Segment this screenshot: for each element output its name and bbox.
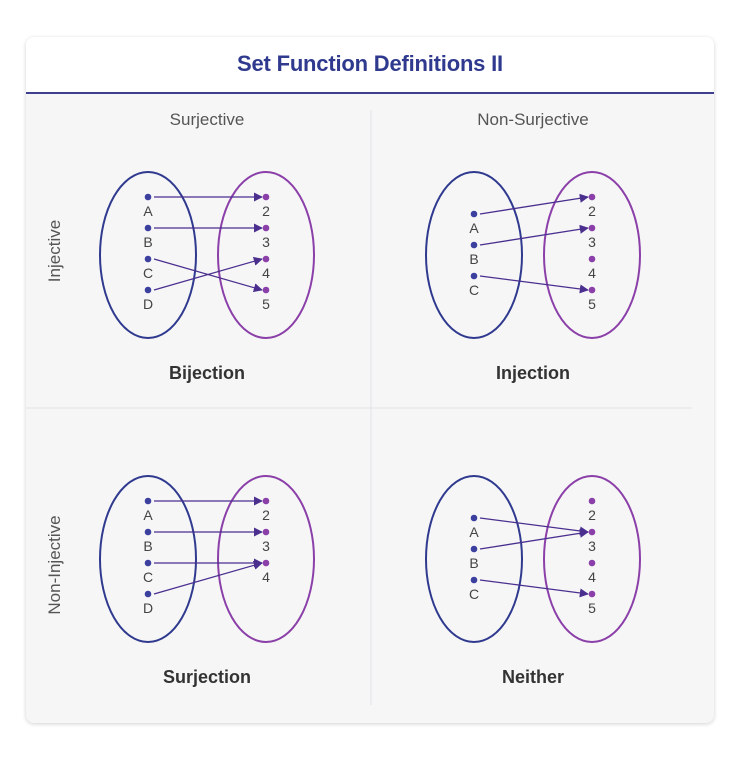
injection-codomain-point-2 [588, 193, 596, 201]
surjection-domain-label-C: C [143, 569, 153, 585]
column-header-surjective: Surjective [170, 110, 245, 129]
bijection-domain-set [99, 171, 197, 339]
row-header-injective: Injective [45, 220, 64, 282]
surjection-domain-label-D: D [143, 600, 153, 616]
column-header-non-surjective: Non-Surjective [477, 110, 589, 129]
bijection-domain-label-B: B [143, 234, 152, 250]
neither-domain-point-C [470, 576, 478, 584]
injection-domain-point-B [470, 241, 478, 249]
bijection-codomain-point-3 [262, 224, 270, 232]
injection-arrow-B-3 [479, 224, 589, 246]
surjection-codomain-label-4: 4 [262, 569, 270, 585]
neither-codomain-label-3: 3 [588, 538, 596, 554]
surjection-domain-point-A [144, 497, 152, 505]
neither-domain-set [425, 475, 523, 643]
neither-arrow-B-3 [479, 528, 589, 550]
surjection-domain-point-C [144, 559, 152, 567]
surjection-codomain-label-2: 2 [262, 507, 270, 523]
bijection-domain-point-C [144, 255, 152, 263]
bijection-domain-point-D [144, 286, 152, 294]
injection-codomain-point-4 [588, 255, 596, 263]
neither-codomain-set [543, 475, 641, 643]
neither-domain-point-B [470, 545, 478, 553]
neither-arrow-A-3 [479, 517, 589, 536]
surjection-domain-label-B: B [143, 538, 152, 554]
bijection-codomain-label-3: 3 [262, 234, 270, 250]
injection-domain-set [425, 171, 523, 339]
bijection-codomain-label-4: 4 [262, 265, 270, 281]
neither-domain-label-C: C [469, 586, 479, 602]
neither-arrow-C-5 [479, 579, 589, 598]
injection-codomain-point-5 [588, 286, 596, 294]
neither-codomain-point-2 [588, 497, 596, 505]
surjection-arrow-D-4 [153, 560, 263, 595]
surjection-domain-point-B [144, 528, 152, 536]
bijection-codomain-point-2 [262, 193, 270, 201]
surjection-domain-point-D [144, 590, 152, 598]
bijection-codomain-set [217, 171, 315, 339]
surjection-domain-set [99, 475, 197, 643]
bijection-domain-label-A: A [143, 203, 153, 219]
surjection-codomain-point-4 [262, 559, 270, 567]
injection-codomain-set [543, 171, 641, 339]
neither-codomain-label-5: 5 [588, 600, 596, 616]
surjection-codomain-set [217, 475, 315, 643]
injection-domain-label-A: A [469, 220, 479, 236]
title-bar: Set Function Definitions II [26, 37, 714, 94]
neither-domain-label-A: A [469, 524, 479, 540]
bijection-domain-label-D: D [143, 296, 153, 312]
injection-codomain-point-3 [588, 224, 596, 232]
neither-codomain-point-4 [588, 559, 596, 567]
bijection-codomain-point-5 [262, 286, 270, 294]
injection-codomain-label-3: 3 [588, 234, 596, 250]
injection-codomain-label-5: 5 [588, 296, 596, 312]
injection-domain-point-A [470, 210, 478, 218]
bijection-codomain-point-4 [262, 255, 270, 263]
surjection-domain-label-A: A [143, 507, 153, 523]
injection-arrow-C-5 [479, 275, 589, 294]
injection-codomain-label-4: 4 [588, 265, 596, 281]
injection-codomain-label-2: 2 [588, 203, 596, 219]
bijection-domain-label-C: C [143, 265, 153, 281]
bijection-domain-point-B [144, 224, 152, 232]
page-title: Set Function Definitions II [237, 51, 503, 76]
surjection-codomain-point-3 [262, 528, 270, 536]
neither-codomain-point-3 [588, 528, 596, 536]
bijection-caption: Bijection [169, 363, 245, 383]
surjection-caption: Surjection [163, 667, 251, 687]
row-header-non-injective: Non-Injective [45, 515, 64, 614]
injection-arrow-A-2 [479, 193, 589, 215]
injection-caption: Injection [496, 363, 570, 383]
bijection-codomain-label-2: 2 [262, 203, 270, 219]
function-grid: Surjective Non-SurjectiveInjectiveNon-Inj… [26, 110, 692, 705]
surjection-codomain-label-3: 3 [262, 538, 270, 554]
neither-domain-label-B: B [469, 555, 478, 571]
neither-domain-point-A [470, 514, 478, 522]
neither-codomain-point-5 [588, 590, 596, 598]
neither-caption: Neither [502, 667, 564, 687]
bijection-arrow-D-4 [153, 256, 263, 291]
bijection-codomain-label-5: 5 [262, 296, 270, 312]
neither-codomain-label-2: 2 [588, 507, 596, 523]
injection-domain-point-C [470, 272, 478, 280]
bijection-domain-point-A [144, 193, 152, 201]
injection-domain-label-B: B [469, 251, 478, 267]
injection-domain-label-C: C [469, 282, 479, 298]
neither-codomain-label-4: 4 [588, 569, 596, 585]
surjection-codomain-point-2 [262, 497, 270, 505]
